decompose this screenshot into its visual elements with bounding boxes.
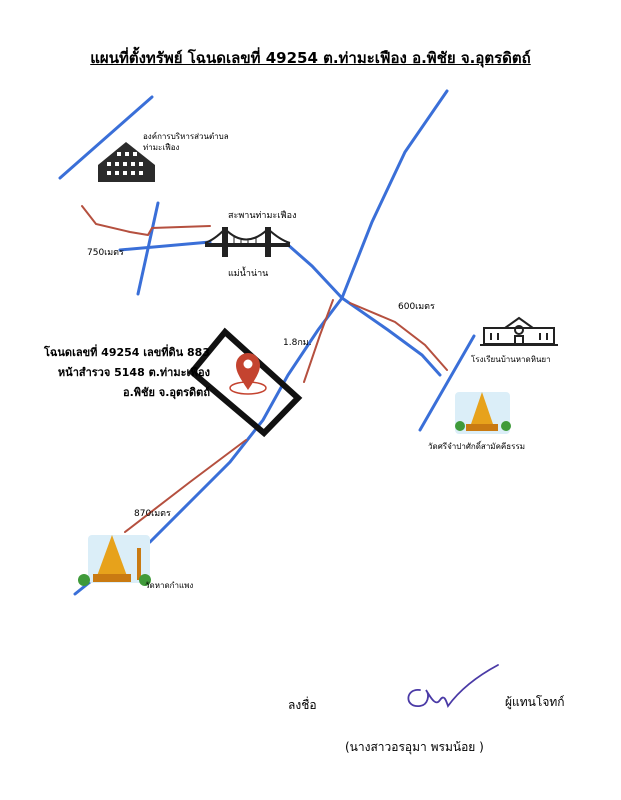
- river-label: แม่น้ำน่าน: [228, 269, 269, 279]
- land-parcel-outline: [187, 327, 303, 438]
- route-to-temple: [124, 439, 247, 533]
- temple-bottom-icon: [78, 535, 151, 586]
- signature-scribble: [407, 664, 499, 708]
- sao-label: องค์การบริหารส่วนตำบล ท่ามะเฟือง: [143, 132, 229, 152]
- signer-name: (นางสาวอรอุมา พรมน้อย ): [345, 740, 484, 754]
- temple-right-label: วัดศรีจำปาศักดิ์สามัคคีธรรม: [428, 442, 526, 451]
- school-building-icon: [480, 316, 558, 346]
- road-northwest: [58, 95, 154, 180]
- temple-bottom-label: วัดหาดกำแพง: [145, 581, 194, 590]
- road-main-upper: [340, 89, 449, 300]
- temple-right-icon: [455, 392, 511, 434]
- sign-label: ลงชื่อ: [288, 698, 317, 712]
- bridge-label: สะพานท่ามะเฟือง: [228, 211, 297, 221]
- road-right-vertical: [418, 334, 476, 432]
- location-pin-icon: [229, 353, 267, 395]
- route-to-school: [349, 302, 448, 371]
- route-to-parcel: [303, 299, 334, 383]
- distance-600: 600เมตร: [398, 302, 435, 312]
- parcel-info: โฉนดเลขที่ 49254 เลขที่ดิน 883 หน้าสำรวจ…: [20, 343, 210, 403]
- suspension-bridge-icon: [204, 227, 291, 257]
- signer-role: ผู้แทนโจทก์: [505, 695, 565, 709]
- parcel-info-line3: อ.พิชัย จ.อุตรดิตถ์: [122, 386, 210, 399]
- road-to-school: [340, 296, 442, 377]
- sao-building-icon: [98, 142, 155, 182]
- map-title: แผนที่ตั้งทรัพย์ โฉนดเลขที่ 49254 ต.ท่าม…: [90, 49, 531, 67]
- parcel-info-line1: โฉนดเลขที่ 49254 เลขที่ดิน 883: [44, 346, 210, 359]
- parcel-info-line2: หน้าสำรวจ 5148 ต.ท่ามะเฟือง: [57, 366, 210, 379]
- distance-1-8: 1.8กม.: [283, 338, 312, 348]
- route-to-sao: [81, 205, 211, 237]
- road-bridge-east: [285, 242, 344, 300]
- road-bridge-west: [118, 240, 212, 252]
- school-label: โรงเรียนบ้านหาดหินยา: [471, 355, 551, 364]
- distance-750: 750เมตร: [87, 248, 124, 258]
- distance-870: 870เมตร: [134, 509, 171, 519]
